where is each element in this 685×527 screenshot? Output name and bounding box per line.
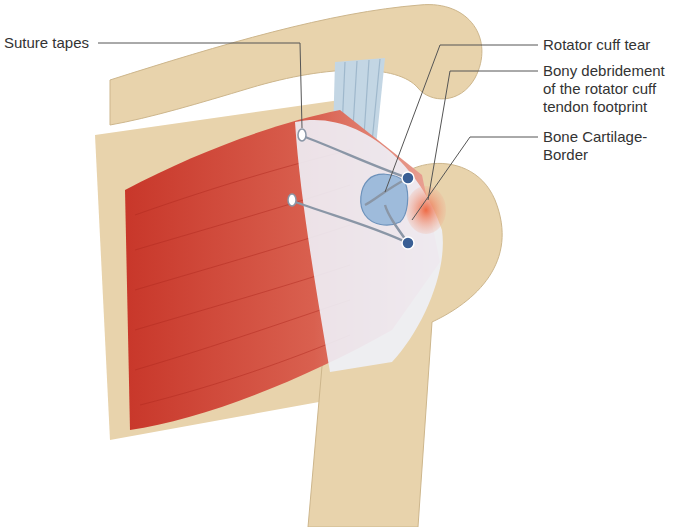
debridement-label: Bony debridement of the rotator cuff ten…: [543, 62, 681, 116]
cuff-tear: [361, 174, 408, 225]
rotator-cuff-tendon: [295, 120, 443, 372]
suture-anchors: [402, 172, 414, 249]
suture-knots: [288, 129, 306, 206]
acromion: [110, 5, 482, 125]
tear-label: Rotator cuff tear: [543, 36, 650, 54]
tendon-footprint: [406, 186, 446, 234]
suture-tapes: [290, 135, 408, 243]
bone-cartilage-label: Bone Cartilage-Border: [543, 128, 661, 164]
suture-tapes-label: Suture tapes: [4, 34, 89, 52]
leader-lines: [98, 43, 538, 220]
